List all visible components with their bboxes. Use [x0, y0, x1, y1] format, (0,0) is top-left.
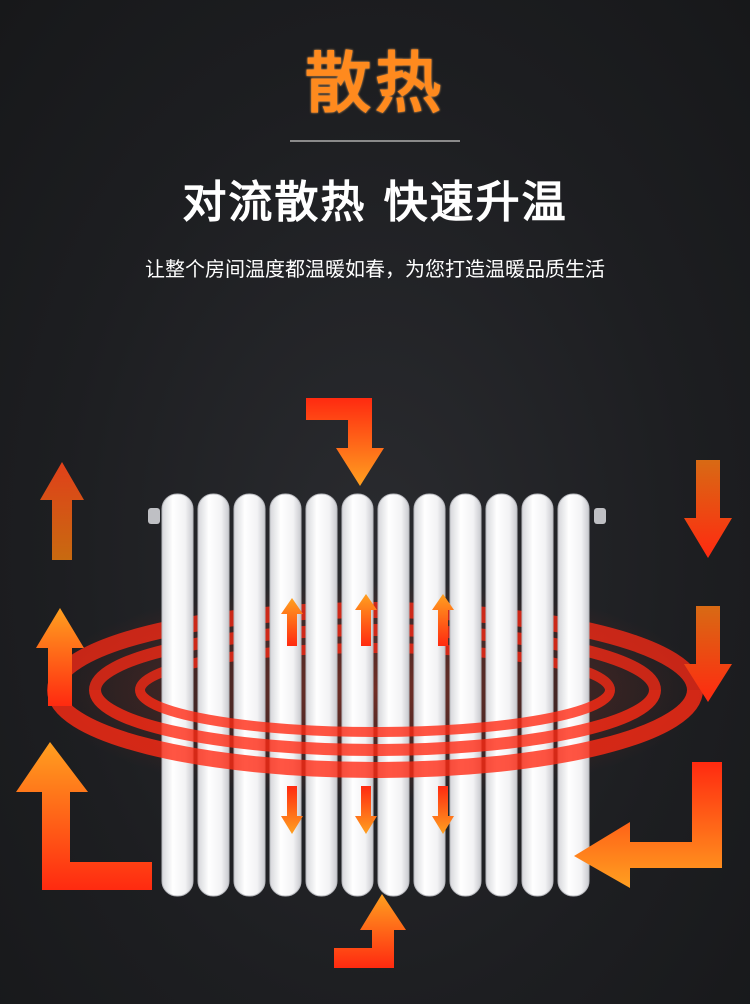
radiator-valve-left [148, 508, 160, 524]
down-arrow-icon [684, 460, 732, 558]
curved-down-arrow-icon [306, 398, 384, 486]
curved-left-arrow-icon [574, 762, 722, 888]
radiator-valve-right [594, 508, 606, 524]
radiator-column [521, 493, 554, 897]
up-arrow-icon [281, 598, 303, 646]
up-arrow-icon [355, 594, 377, 646]
up-arrow-icon [40, 462, 84, 560]
inner-up-arrows [281, 594, 454, 646]
section-title: 散热 [305, 45, 445, 122]
curved-up-arrow-icon [16, 742, 152, 890]
up-arrow-icon [432, 594, 454, 646]
radiator-column [449, 493, 482, 897]
radiator-column [485, 493, 518, 897]
heat-wave-rings-front [47, 689, 703, 778]
radiator-column [341, 493, 374, 897]
radiator-column [233, 493, 266, 897]
up-arrow-icon [36, 608, 84, 706]
down-arrow-icon [355, 786, 377, 834]
radiator [148, 493, 606, 897]
inner-down-arrows [281, 786, 454, 834]
radiator-column [269, 493, 302, 897]
radiator-column [557, 493, 590, 897]
radiator-column [305, 493, 338, 897]
radiator-column [197, 493, 230, 897]
section-subtitle: 对流散热 快速升温 [182, 177, 568, 228]
section-description: 让整个房间温度都温暖如春，为您打造温暖品质生活 [145, 257, 605, 281]
title-divider [290, 140, 460, 142]
radiator-column [413, 493, 446, 897]
down-arrow-icon [684, 606, 732, 702]
radiator-column [161, 493, 194, 897]
radiator-column [377, 493, 410, 897]
down-arrow-icon [281, 786, 303, 834]
curved-up-arrow-icon [334, 894, 406, 968]
down-arrow-icon [432, 786, 454, 834]
